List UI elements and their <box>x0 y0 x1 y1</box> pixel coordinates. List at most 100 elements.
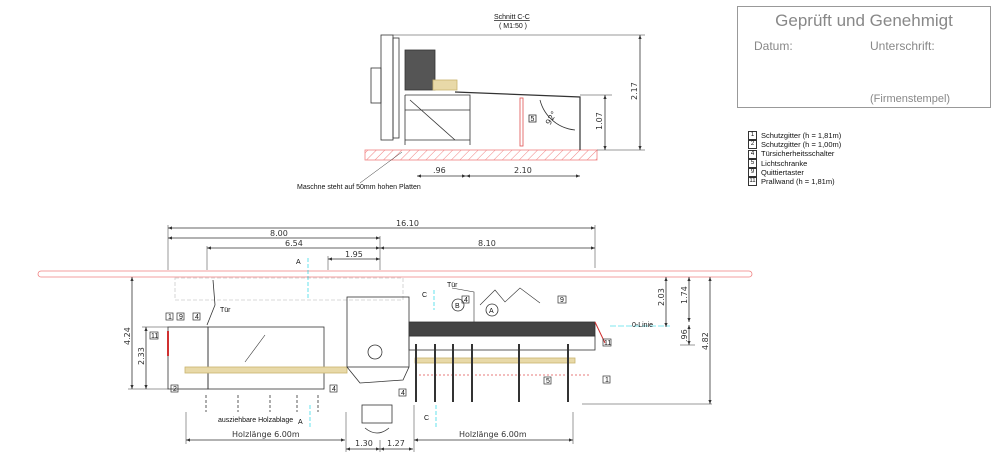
infeed-rollers <box>408 335 596 351</box>
company-stamp-label: (Firmenstempel) <box>870 93 951 105</box>
marker-4: 4 <box>195 314 199 321</box>
legend-item: 1 Schutzgitter (h = 1,81m) <box>748 131 842 141</box>
circle-b <box>451 298 465 312</box>
guard-fence-left <box>167 326 209 390</box>
legend: 1 Schutzgitter (h = 1,81m) 2 Schutzgitter … <box>748 131 842 187</box>
door-label-left: Tür <box>220 307 231 314</box>
circle-a-label: A <box>489 308 494 315</box>
marker-box <box>528 114 537 123</box>
legend-item: 4 Türsicherheitsschalter <box>748 149 841 159</box>
infeed-table <box>454 91 581 150</box>
marker-11: 11 <box>151 333 158 340</box>
support-legs-right <box>415 344 569 402</box>
legend-text: Lichtschranke <box>761 158 808 168</box>
machine-frame <box>392 37 400 139</box>
legend-text: Prallwand (h = 1,81m) <box>761 177 835 187</box>
legend-item: 5 Lichtschranke <box>748 159 841 168</box>
dim-203: 2.03 <box>657 288 666 306</box>
wall-line <box>37 270 753 278</box>
saw-unit <box>404 49 436 91</box>
marker-11: 11 <box>604 340 611 347</box>
dim-800: 8.00 <box>270 229 288 238</box>
safety-arcs <box>479 287 541 306</box>
machine-stand <box>404 94 471 145</box>
wood-board-right <box>414 357 576 364</box>
support-legs-left <box>205 395 319 412</box>
machine-base <box>346 366 410 384</box>
legend-number: 9 <box>748 167 757 177</box>
approval-stamp-box: Geprüft und Genehmigt Datum: Unterschrif… <box>737 6 991 108</box>
door-left <box>206 279 216 326</box>
dim-096: .96 <box>433 166 446 175</box>
ghost-outline <box>174 277 404 301</box>
marker-4: 4 <box>464 297 468 304</box>
marker-5: 5 <box>546 378 550 385</box>
wood-length-left: Holzlänge 6.00m <box>232 430 300 439</box>
dim-654: 6.54 <box>285 239 303 248</box>
legend-item: 2 Schutzgitter (h = 1,00m) <box>748 140 842 150</box>
section-c-top: C <box>422 292 427 299</box>
marker-9: 9 <box>179 314 183 321</box>
legend-text: Quittiertaster <box>761 167 804 177</box>
light-barrier <box>519 97 524 147</box>
marker-2: 2 <box>173 386 177 393</box>
marker-4: 4 <box>332 386 336 393</box>
legend-number: 4 <box>748 149 757 159</box>
legend-number: 5 <box>748 158 757 168</box>
note-leader <box>359 151 403 184</box>
infeed-conveyor <box>408 321 596 337</box>
wood-piece <box>432 79 458 91</box>
operator-icon <box>364 427 390 434</box>
section-scale: ( M1:50 ) <box>499 23 527 30</box>
machine-housing <box>380 34 394 141</box>
dim-810: 8.10 <box>478 239 496 248</box>
dim-424: 4.24 <box>123 327 132 345</box>
section-note: Maschne steht auf 50mm hohen Platten <box>297 184 421 191</box>
marker-9: 9 <box>560 297 564 304</box>
extendable-storage-label: ausziehbare Holzablage <box>218 417 293 424</box>
approval-title: Geprüft und Genehmigt <box>775 11 953 30</box>
saw-motor <box>367 344 383 360</box>
circle-b-label: B <box>455 303 460 310</box>
signature-label: Unterschrift: <box>870 39 935 53</box>
marker-1: 1 <box>168 314 172 321</box>
floor-hatch <box>364 149 598 161</box>
dim-174: 1.74 <box>680 286 689 304</box>
dim-total: 16.10 <box>396 219 419 228</box>
wood-board-left <box>184 366 348 374</box>
zero-line-label: 0-Linie <box>632 322 653 329</box>
date-label: Datum: <box>754 39 793 53</box>
control-panel <box>361 404 393 424</box>
section-c-bottom: C <box>424 415 429 422</box>
legend-text: Türsicherheitsschalter <box>761 149 835 159</box>
machine-door <box>370 67 382 104</box>
section-title: Schnitt C-C <box>494 14 530 21</box>
dim-127: 1.27 <box>387 439 405 448</box>
dim-210: 2.10 <box>514 166 532 175</box>
angle-arc <box>539 99 576 131</box>
legend-number: 1 <box>748 131 757 141</box>
marker-1: 1 <box>605 377 609 384</box>
legend-text: Schutzgitter (h = 1,81m) <box>761 131 842 140</box>
dim-482: 4.82 <box>701 332 710 350</box>
plan-view: 16.10 8.00 8.10 6.54 1.95 4.24 2.33 Tür <box>37 219 753 452</box>
dim-130: 1.30 <box>355 439 373 448</box>
legend-text: Schutzgitter (h = 1,00m) <box>761 140 842 150</box>
markers: 1 9 4 11 2 4 4 4 9 11 5 1 <box>149 295 611 397</box>
section-a-bottom: A <box>298 419 303 426</box>
wood-length-right: Holzlänge 6.00m <box>459 430 527 439</box>
legend-number: 11 <box>748 177 757 187</box>
legend-item: 9 Quittiertaster <box>748 168 841 177</box>
legend-number: 2 <box>748 140 757 150</box>
section-view: Schnitt C-C ( M1:50 ) 5 92° .96 2.10 2.1… <box>297 14 645 191</box>
outfeed-table-left <box>207 326 325 390</box>
dim-096-plan: .96 <box>680 329 689 342</box>
dim-107: 1.07 <box>595 112 604 130</box>
marker-4: 4 <box>401 390 405 397</box>
dim-195: 1.95 <box>345 250 363 259</box>
marker-5: 5 <box>531 116 535 123</box>
section-a-top: A <box>296 259 301 266</box>
circle-a <box>485 303 499 317</box>
dim-217: 2.17 <box>630 82 639 100</box>
